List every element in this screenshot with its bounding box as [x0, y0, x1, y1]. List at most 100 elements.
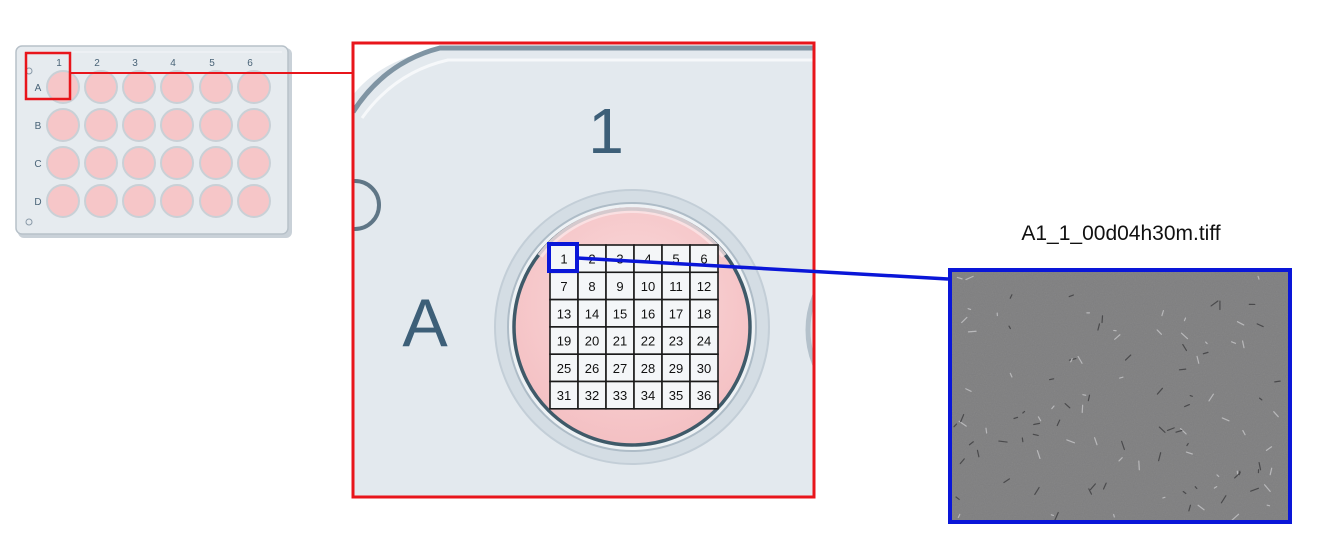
plate-well-A2 — [84, 70, 118, 104]
tile-cell — [689, 298, 719, 328]
plate-well-C4 — [160, 146, 194, 180]
cell-speck — [1202, 351, 1209, 355]
tile-label: 36 — [697, 388, 711, 403]
cell-speck — [968, 441, 974, 446]
tile-label: 4 — [644, 252, 651, 267]
cell-speck — [1068, 294, 1074, 298]
cell-speck — [1037, 416, 1042, 422]
tile-cell — [661, 380, 691, 410]
selected-tile-highlight — [547, 242, 579, 273]
cell-speck — [1184, 404, 1190, 408]
cell-speck — [1056, 419, 1061, 427]
tile-label: 26 — [585, 361, 599, 376]
cell-speck — [1258, 397, 1263, 401]
microscope-image-panel — [948, 268, 1292, 524]
tile-label: 35 — [669, 388, 683, 403]
cell-speck — [1179, 428, 1187, 435]
plate-well-C3 — [122, 146, 156, 180]
cell-speck — [1033, 422, 1041, 426]
tile-cell — [549, 353, 579, 383]
cell-speck — [957, 513, 961, 519]
cell-speck — [1196, 355, 1200, 364]
image-connector-line — [576, 256, 949, 281]
cell-speck — [1236, 321, 1245, 326]
tile-label: 14 — [585, 306, 599, 321]
plate-well-D6 — [237, 184, 271, 218]
cell-speck — [1231, 513, 1240, 521]
plate-well-A4 — [160, 70, 194, 104]
cell-speck — [1097, 323, 1101, 331]
plate-well-A5 — [199, 70, 233, 104]
cell-speck — [961, 316, 968, 324]
cell-speck — [1185, 451, 1193, 455]
plate-well-A6 — [237, 70, 271, 104]
cell-speck — [1051, 405, 1055, 410]
cell-speck — [1114, 334, 1121, 340]
cell-speck — [998, 440, 1008, 443]
cell-speck — [1263, 484, 1271, 492]
cell-speck — [1273, 411, 1279, 418]
cell-speck — [1162, 496, 1166, 499]
tile-label: 12 — [697, 279, 711, 294]
cell-speck — [1054, 511, 1059, 522]
cell-speck — [1265, 446, 1273, 451]
tile-label: 10 — [641, 279, 655, 294]
cell-speck — [955, 496, 960, 501]
image-filename: A1_1_00d04h30m.tiff — [1021, 222, 1221, 245]
tile-label: 23 — [669, 334, 683, 349]
tile-label: 13 — [557, 306, 571, 321]
cell-speck — [1068, 357, 1077, 361]
cell-speck — [1189, 394, 1193, 397]
plate-well-C6 — [237, 146, 271, 180]
cell-speck — [1121, 440, 1125, 451]
plate-column-label: 3 — [132, 58, 138, 69]
well-a1-highlight — [24, 51, 72, 101]
cell-speck — [1013, 416, 1019, 420]
plate-well-C2 — [84, 146, 118, 180]
cell-speck — [953, 423, 958, 428]
cell-speck — [1241, 340, 1245, 349]
plate-well-B6 — [237, 108, 271, 142]
tile-label: 29 — [669, 361, 683, 376]
cell-speck — [1166, 427, 1175, 431]
tile-label: 34 — [641, 388, 655, 403]
plate-well-B3 — [122, 108, 156, 142]
cell-speck — [1156, 387, 1164, 395]
zoom-column-label: 1 — [588, 95, 624, 167]
cell-speck — [1089, 483, 1096, 491]
cell-speck — [1221, 417, 1230, 422]
plate-well-B5 — [199, 108, 233, 142]
cell-speck — [1274, 380, 1281, 383]
cell-speck — [959, 458, 965, 465]
cell-speck — [967, 308, 972, 311]
cell-speck — [1231, 341, 1237, 344]
tile-cell — [661, 271, 691, 301]
cell-specks — [953, 275, 1281, 522]
cell-speck — [976, 449, 980, 458]
tile-label: 18 — [697, 306, 711, 321]
plate-well-D5 — [199, 184, 233, 218]
cell-speck — [1022, 410, 1026, 414]
tile-cell — [549, 244, 579, 274]
cell-speck — [1036, 450, 1041, 460]
tile-label: 5 — [672, 252, 679, 267]
tile-label: 16 — [641, 306, 655, 321]
plate-column-label: 4 — [170, 58, 176, 69]
plate-row-label: B — [35, 121, 42, 132]
plate-well-C5 — [199, 146, 233, 180]
tile-label: 1 — [560, 252, 567, 267]
cell-speck — [1205, 341, 1208, 345]
tile-label: 7 — [560, 279, 567, 294]
cell-speck — [956, 276, 963, 280]
cell-speck — [1009, 294, 1013, 299]
cell-speck — [1124, 354, 1132, 361]
cell-speck — [1077, 355, 1083, 364]
tile-label: 9 — [616, 279, 623, 294]
plate-well-D1 — [46, 184, 80, 218]
cell-speck — [1161, 310, 1165, 317]
tile-cell — [549, 380, 579, 410]
plate-corner-outside — [353, 43, 814, 95]
cell-speck — [1242, 429, 1246, 436]
cell-speck — [1183, 317, 1187, 322]
plate-well-D4 — [160, 184, 194, 218]
